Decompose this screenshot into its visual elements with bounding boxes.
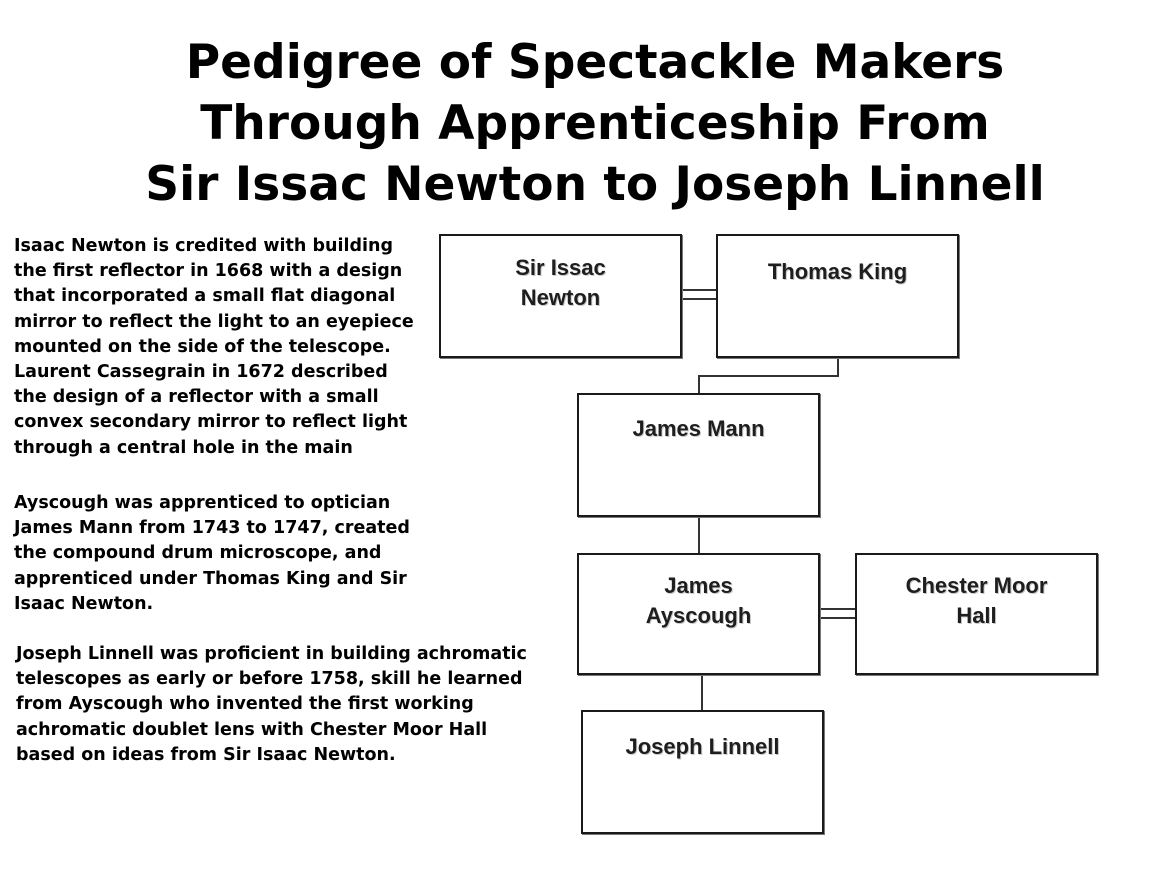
node-sir-isaac-newton: Sir Issac Newton — [439, 234, 682, 358]
node-label: Ayscough — [645, 603, 752, 628]
text-line: the design of a reflector with a small — [14, 387, 379, 408]
node-label: Newton — [520, 285, 601, 310]
newton-description: Isaac Newton is credited with building t… — [14, 234, 414, 461]
node-james-ayscough: James Ayscough — [577, 553, 820, 675]
title-line-2: Through Apprenticeship From — [200, 96, 990, 151]
linnell-description: Joseph Linnell was proficient in buildin… — [16, 642, 527, 768]
text-line: mirror to reflect the light to an eyepie… — [14, 311, 414, 332]
text-line: the first reflector in 1668 with a desig… — [14, 261, 403, 282]
node-chester-moor-hall: Chester Moor Hall — [855, 553, 1098, 675]
text-line: apprenticed under Thomas King and Sir — [14, 568, 407, 589]
text-line: Laurent Cassegrain in 1672 described — [14, 362, 388, 383]
ayscough-description: Ayscough was apprenticed to optician Jam… — [14, 491, 410, 617]
text-line: Joseph Linnell was proficient in buildin… — [16, 644, 527, 664]
text-line: through a central hole in the main — [14, 437, 353, 458]
node-label: Hall — [956, 603, 997, 628]
node-joseph-linnell: Joseph Linnell — [581, 710, 824, 834]
text-line: from Ayscough who invented the first wor… — [16, 694, 474, 715]
title-line-1: Pedigree of Spectackle Makers — [185, 35, 1005, 90]
text-line: convex secondary mirror to reflect light — [14, 412, 408, 433]
text-line: James Mann from 1743 to 1747, created — [14, 518, 410, 539]
node-label: Chester Moor — [905, 573, 1048, 598]
node-label: Sir Issac — [515, 255, 606, 280]
node-label: Joseph Linnell — [625, 734, 780, 759]
text-line: the compound drum microscope, and — [14, 543, 382, 564]
text-line: based on ideas from Sir Isaac Newton. — [16, 744, 396, 765]
text-line: Isaac Newton. — [14, 593, 154, 614]
text-line: mounted on the side of the telescope. — [14, 336, 391, 357]
node-james-mann: James Mann — [577, 393, 820, 517]
title-line-3: Sir Issac Newton to Joseph Linnell — [145, 157, 1045, 212]
text-line: telescopes as early or before 1758, skil… — [16, 669, 523, 690]
diagram-title: Pedigree of Spectackle Makers Through Ap… — [0, 32, 1170, 215]
node-thomas-king: Thomas King — [716, 234, 959, 358]
node-label: Thomas King — [767, 259, 908, 284]
node-label: James — [664, 573, 733, 598]
node-label: James Mann — [632, 416, 765, 441]
text-line: that incorporated a small flat diagonal — [14, 286, 396, 307]
text-line: Ayscough was apprenticed to optician — [14, 493, 391, 513]
text-line: Isaac Newton is credited with building — [14, 236, 393, 256]
text-line: achromatic doublet lens with Chester Moo… — [16, 719, 488, 740]
connector-king-mann — [698, 358, 839, 393]
